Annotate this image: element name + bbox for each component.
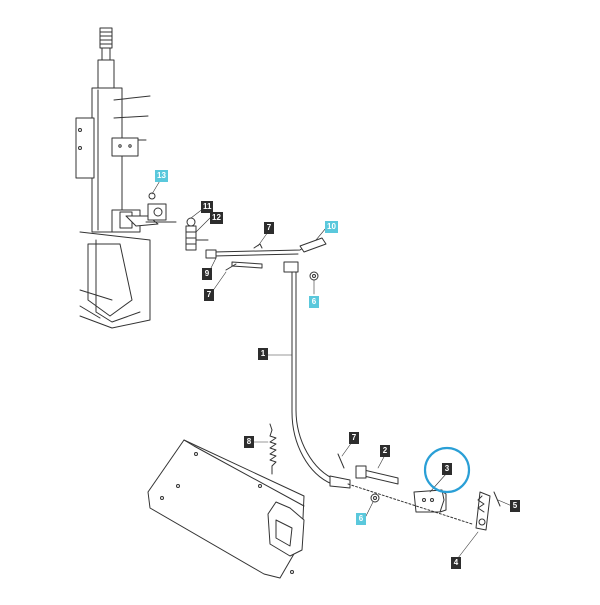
washer-lower xyxy=(370,493,380,503)
callout-9[interactable]: 9 xyxy=(202,268,212,280)
callout-7-middle[interactable]: 7 xyxy=(204,289,214,301)
callout-6-lower[interactable]: 6 xyxy=(356,513,366,525)
callout-2[interactable]: 2 xyxy=(380,445,390,457)
actuator-lever xyxy=(475,491,501,531)
callout-4[interactable]: 4 xyxy=(451,557,461,569)
steering-column xyxy=(75,27,159,329)
pedal-lever-arm xyxy=(283,261,351,489)
washer-upper-hole xyxy=(312,274,316,278)
callout-13[interactable]: 13 xyxy=(155,170,168,182)
pedal-plate xyxy=(147,439,305,579)
callout-10[interactable]: 10 xyxy=(325,221,338,233)
washer-upper xyxy=(309,271,319,281)
callout-11[interactable]: 11 xyxy=(201,201,214,213)
highlight-ring xyxy=(423,446,471,494)
callout-3[interactable]: 3 xyxy=(442,463,452,475)
callout-12[interactable]: 12 xyxy=(210,212,223,224)
linkage-rod xyxy=(205,237,327,271)
callout-8[interactable]: 8 xyxy=(244,436,254,448)
pivot-pin xyxy=(337,453,399,485)
callout-1[interactable]: 1 xyxy=(258,348,268,360)
callout-7-lower[interactable]: 7 xyxy=(349,432,359,444)
bracket xyxy=(413,489,447,513)
column-hardware xyxy=(145,192,209,251)
washer-lower-hole xyxy=(373,496,377,500)
callout-7-upper[interactable]: 7 xyxy=(264,222,274,234)
assembly-axis xyxy=(347,483,473,525)
callout-6-upper[interactable]: 6 xyxy=(309,296,319,308)
return-spring xyxy=(269,423,277,475)
callout-5[interactable]: 5 xyxy=(510,500,520,512)
